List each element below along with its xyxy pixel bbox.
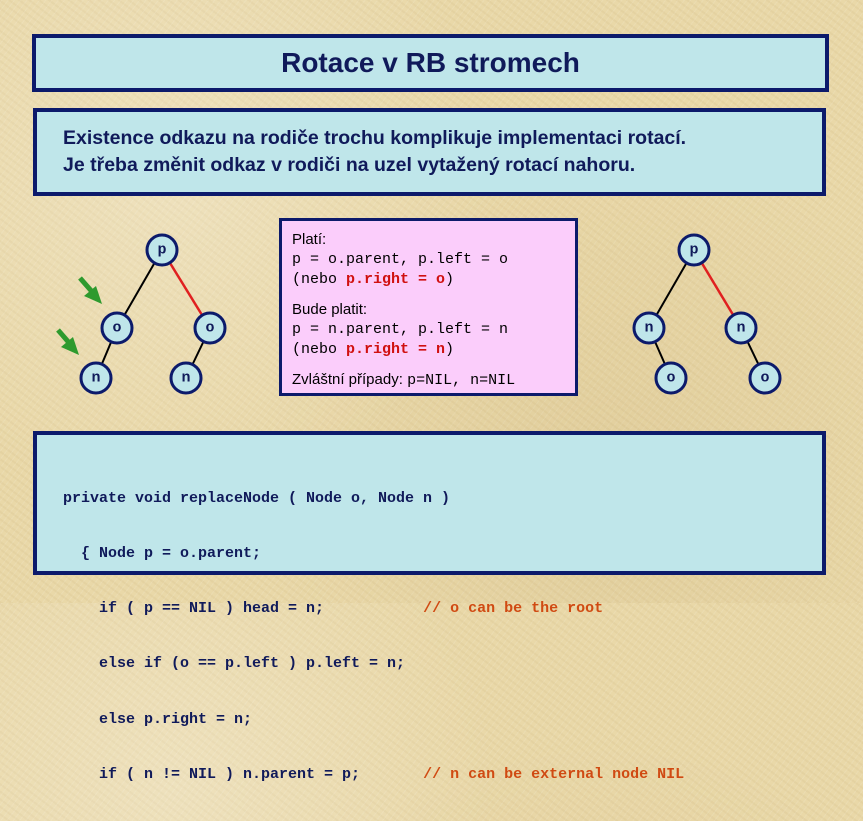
left-node-n-right: n bbox=[169, 361, 203, 395]
special-label: Zvláštní případy: bbox=[292, 371, 408, 388]
plati-alt: (nebo p.right = o) bbox=[292, 271, 455, 288]
intro-line-1: Existence odkazu na rodiče trochu kompli… bbox=[63, 127, 687, 149]
code-box: private void replaceNode ( Node o, Node … bbox=[33, 431, 826, 783]
trees-diagram: p o o n n p n n o o bbox=[56, 233, 782, 395]
left-node-o-left: o bbox=[100, 311, 134, 345]
svg-text:o: o bbox=[760, 370, 769, 387]
plati-code: p = o.parent, p.left = o bbox=[292, 251, 509, 268]
svg-text:p: p bbox=[689, 242, 698, 259]
right-node-p: p bbox=[677, 233, 711, 267]
svg-text:n: n bbox=[91, 370, 100, 387]
code-line-5: else p.right = n; bbox=[63, 710, 253, 728]
svg-text:n: n bbox=[644, 320, 653, 337]
special-code: p=NIL, n=NIL bbox=[407, 372, 516, 389]
bude-code: p = n.parent, p.left = n bbox=[292, 321, 509, 338]
code-listing: private void replaceNode ( Node o, Node … bbox=[63, 453, 684, 821]
code-line-4: else if (o == p.left ) p.left = n; bbox=[63, 655, 406, 673]
page-title: Rotace v RB stromech bbox=[281, 47, 580, 78]
left-node-o-right: o bbox=[193, 311, 227, 345]
intro-line-2: Je třeba změnit odkaz v rodiči na uzel v… bbox=[63, 154, 636, 176]
plati-alt-highlight: p.right = o bbox=[346, 271, 446, 288]
left-node-n-left: n bbox=[79, 361, 113, 395]
svg-text:o: o bbox=[205, 320, 214, 337]
plati-label: Platí: bbox=[292, 231, 327, 248]
svg-text:n: n bbox=[181, 370, 190, 387]
right-node-n-left: n bbox=[632, 311, 666, 345]
code-line-1: private void replaceNode ( Node o, Node … bbox=[63, 489, 451, 507]
code-line-6: if ( n != NIL ) n.parent = p; // n can b… bbox=[63, 765, 685, 783]
intro-box: Existence odkazu na rodiče trochu kompli… bbox=[33, 108, 826, 196]
right-node-n-right: n bbox=[724, 311, 758, 345]
svg-text:n: n bbox=[736, 320, 745, 337]
bude-alt: (nebo p.right = n) bbox=[292, 341, 455, 358]
green-arrow-1 bbox=[78, 276, 102, 304]
bude-label: Bude platit: bbox=[292, 301, 368, 318]
left-node-p: p bbox=[145, 233, 179, 267]
green-arrow-2 bbox=[56, 328, 79, 355]
svg-text:o: o bbox=[112, 320, 121, 337]
right-node-o-left: o bbox=[654, 361, 688, 395]
code-line-2: { Node p = o.parent; bbox=[63, 545, 262, 563]
right-node-o-right: o bbox=[748, 361, 782, 395]
intro-text: Existence odkazu na rodiče trochu kompli… bbox=[63, 125, 686, 179]
svg-text:o: o bbox=[666, 370, 675, 387]
code-line-3: if ( p == NIL ) head = n; // o can be th… bbox=[63, 600, 604, 618]
code-comment-nil: // n can be external node NIL bbox=[423, 765, 685, 783]
bude-alt-highlight: p.right = n bbox=[346, 341, 446, 358]
svg-text:p: p bbox=[157, 242, 166, 259]
special-cases: Zvláštní případy: p=NIL, n=NIL bbox=[292, 370, 575, 391]
info-box: Platí: p = o.parent, p.left = o (nebo p.… bbox=[279, 218, 578, 396]
title-box: Rotace v RB stromech bbox=[32, 34, 829, 92]
